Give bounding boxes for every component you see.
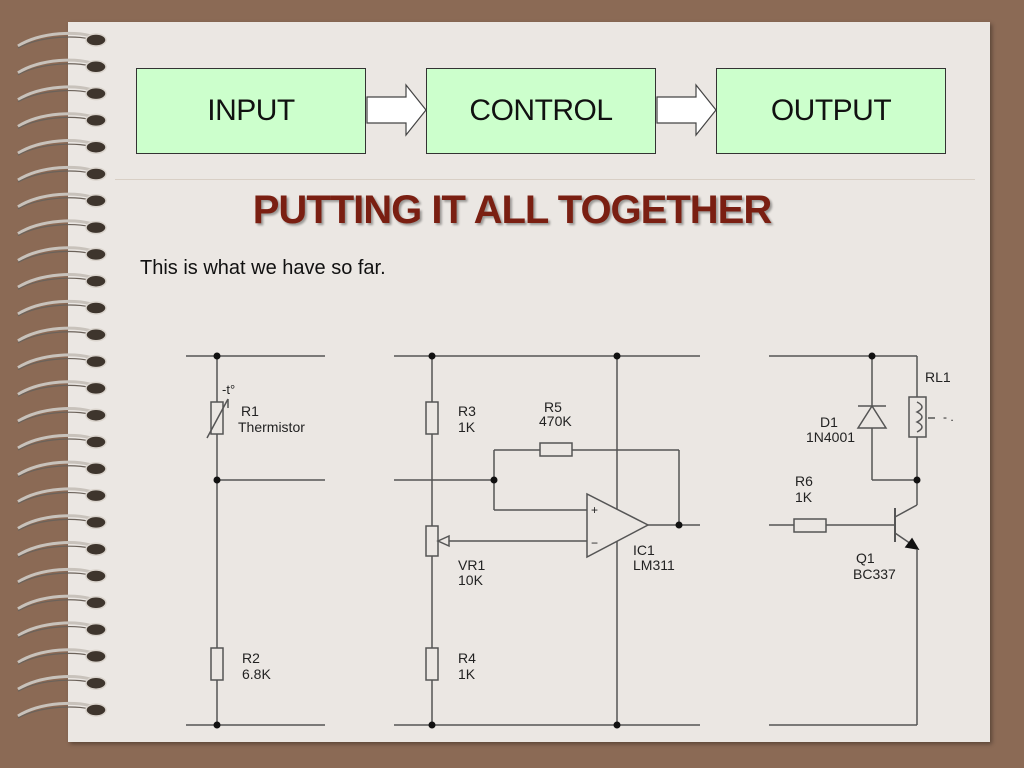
node-dot xyxy=(428,721,436,729)
node-dot xyxy=(213,352,221,360)
opamp-plus-label: + xyxy=(591,503,598,517)
page-title: PUTTING IT ALL TOGETHER xyxy=(252,188,772,232)
spiral-ring xyxy=(17,246,107,263)
r5-value-label: 470K xyxy=(539,413,572,429)
ic1-value-label: LM311 xyxy=(633,557,675,573)
node-dot xyxy=(613,352,621,360)
spiral-ring xyxy=(17,353,107,371)
spiral-ring xyxy=(17,514,107,531)
ic1-name-label: IC1 xyxy=(633,542,655,558)
q1-emitter-arrow xyxy=(904,537,920,551)
spiral-ring xyxy=(17,139,107,156)
r3-name-label: R3 xyxy=(458,403,476,419)
r4-value-label: 1K xyxy=(458,666,476,682)
d1-diode-symbol xyxy=(856,404,888,429)
thermistor-slash xyxy=(206,398,229,439)
node-dot xyxy=(913,476,921,484)
spiral-ring xyxy=(17,219,107,237)
r6-name-label: R6 xyxy=(795,473,813,489)
spiral-ring xyxy=(17,85,107,103)
rl1-name-label: RL1 xyxy=(925,369,951,385)
d1-value-label: 1N4001 xyxy=(806,429,855,445)
spiral-ring xyxy=(17,165,107,183)
node-dot xyxy=(613,721,621,729)
r6-value-label: 1K xyxy=(795,489,813,505)
thermistor-temp-label: -t° xyxy=(222,382,235,397)
spiral-ring xyxy=(17,567,107,585)
spiral-ring xyxy=(17,460,107,478)
spiral-ring xyxy=(17,299,107,317)
q1-name-label: Q1 xyxy=(856,550,875,566)
flow-control-label: CONTROL xyxy=(469,94,613,127)
vr1-name-label: VR1 xyxy=(458,557,485,573)
spiral-ring xyxy=(17,675,107,692)
r2-resistor-symbol xyxy=(210,647,224,681)
wiper-arrow xyxy=(436,534,450,548)
r4-resistor-symbol xyxy=(425,647,439,681)
r5-resistor-symbol xyxy=(539,442,573,457)
spiral-ring xyxy=(17,433,107,451)
flow-arrow-2 xyxy=(656,83,717,137)
spiral-ring xyxy=(17,380,107,397)
spiral-ring xyxy=(17,58,107,76)
r3-value-label: 1K xyxy=(458,419,476,435)
spiral-ring xyxy=(17,326,107,344)
r2-value-label: 6.8K xyxy=(242,666,271,682)
spiral-ring xyxy=(17,31,107,49)
spiral-ring xyxy=(17,192,107,210)
flow-input-box: INPUT xyxy=(136,68,366,154)
r3-resistor-symbol xyxy=(425,401,439,435)
spiral-ring xyxy=(17,112,107,129)
flow-input-label: INPUT xyxy=(207,94,295,127)
node-dot xyxy=(428,352,436,360)
flow-output-label: OUTPUT xyxy=(770,94,892,127)
node-dot xyxy=(213,721,221,729)
r5-name-label: R5 xyxy=(544,399,562,415)
q1-value-label: BC337 xyxy=(853,566,896,582)
spiral-ring xyxy=(17,541,107,558)
spiral-ring xyxy=(17,273,107,290)
spiral-binding xyxy=(17,31,107,719)
r1-value-label: Thermistor xyxy=(238,419,305,435)
r1-name-label: R1 xyxy=(241,403,259,419)
spiral-ring xyxy=(17,621,107,639)
spiral-ring xyxy=(17,407,107,424)
node-dot xyxy=(213,476,221,484)
r6-resistor-symbol xyxy=(793,518,827,533)
flow-output-box: OUTPUT xyxy=(716,68,946,154)
node-dot xyxy=(675,521,683,529)
d1-name-label: D1 xyxy=(820,414,838,430)
r2-name-label: R2 xyxy=(242,650,260,666)
opamp-minus-label: − xyxy=(591,536,598,550)
spiral-ring xyxy=(17,594,107,612)
relay-coil-winding xyxy=(915,401,923,433)
page-subtitle: This is what we have so far. xyxy=(140,257,386,279)
spiral-ring xyxy=(17,648,107,665)
node-dot xyxy=(490,476,498,484)
r4-name-label: R4 xyxy=(458,650,476,666)
rl1-trail-label: - . xyxy=(943,410,954,424)
vr1-value-label: 10K xyxy=(458,572,484,588)
ic1-comparator-symbol xyxy=(586,492,650,559)
section-divider xyxy=(115,179,975,180)
spiral-ring xyxy=(17,701,107,719)
spiral-ring xyxy=(17,487,107,505)
flow-arrow-1 xyxy=(366,83,427,137)
flow-control-box: CONTROL xyxy=(426,68,656,154)
node-dot xyxy=(868,352,876,360)
q1-collector-leg xyxy=(894,504,918,518)
